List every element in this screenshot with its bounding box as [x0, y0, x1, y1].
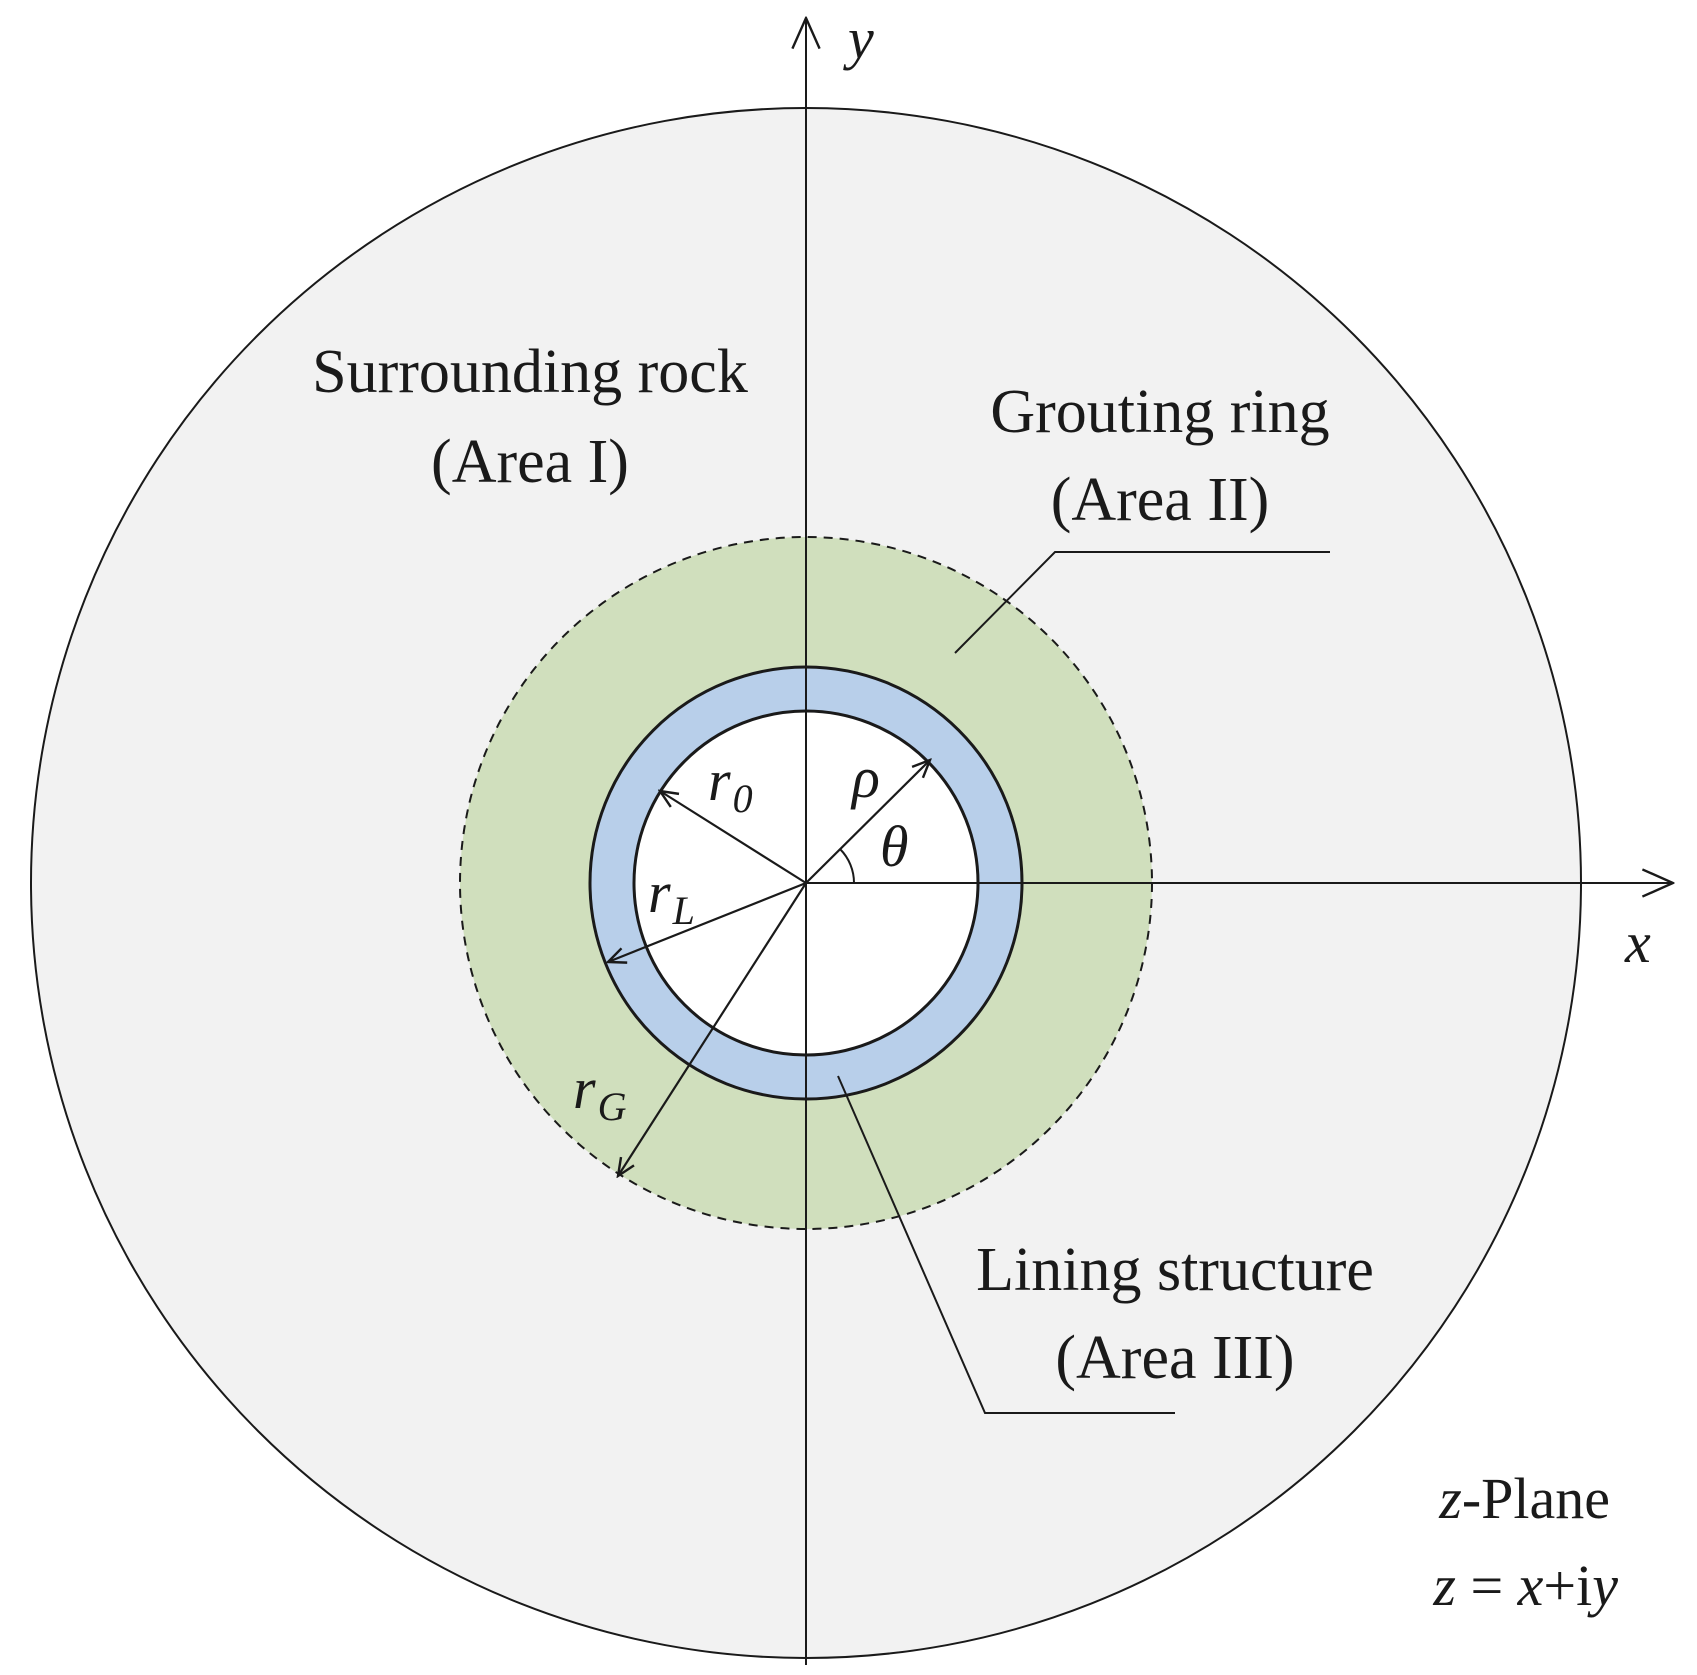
r0-arrow [660, 791, 807, 884]
rg-symbol: rG [573, 1056, 627, 1129]
grouting-ring-leader [954, 551, 1330, 654]
rho-arrow [805, 760, 930, 884]
lining-structure-label: Lining structure [976, 1236, 1374, 1304]
theta-symbol: θ [880, 814, 909, 879]
rl-arrow [608, 881, 807, 962]
grouting-ring-area-label: (Area II) [1051, 466, 1270, 534]
grouting-ring-label: Grouting ring [990, 378, 1329, 446]
r0-symbol: r0 [708, 748, 753, 821]
rg-arrow [618, 882, 807, 1176]
theta-arc [839, 848, 856, 884]
surrounding-rock-area-label: (Area I) [431, 428, 629, 496]
rl-symbol: rL [648, 860, 695, 933]
z-plane-title: z-Plane [1438, 1466, 1610, 1531]
x-axis-label: x [1624, 910, 1651, 975]
lining-structure-area-label: (Area III) [1055, 1324, 1294, 1392]
z-plane-equation: z = x+iy [1432, 1553, 1618, 1618]
y-axis-label: y [843, 6, 874, 71]
lining-structure-leader [837, 1075, 1175, 1414]
surrounding-rock-label: Surrounding rock [312, 338, 748, 406]
rho-symbol: ρ [850, 745, 880, 810]
